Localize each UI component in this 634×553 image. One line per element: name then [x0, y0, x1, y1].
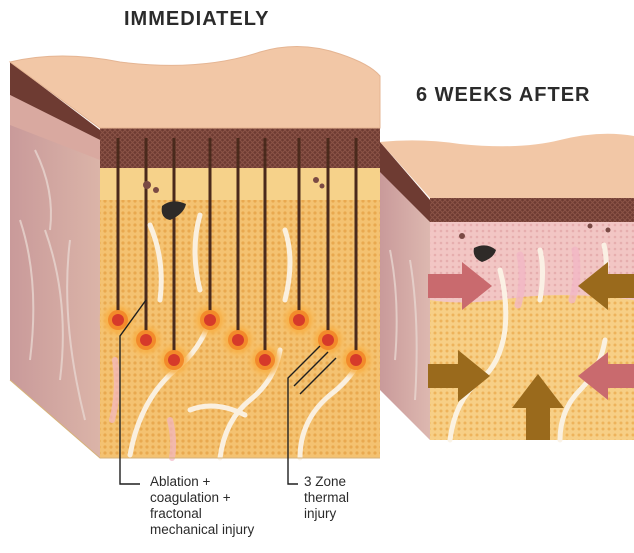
title-immediately: IMMEDIATELY: [124, 8, 269, 31]
left-stratum: [100, 128, 380, 168]
ablation-label: Ablation + coagulation + fractonal mecha…: [150, 474, 300, 538]
thermal-injury-label: 3 Zone thermal injury: [304, 474, 394, 522]
ablation-label-line: coagulation +: [150, 490, 300, 506]
thermal-label-line: thermal: [304, 490, 394, 506]
ablation-label-line: fractonal: [150, 506, 300, 522]
ablation-label-line: mechanical injury: [150, 522, 300, 538]
right-skin-block: [380, 134, 634, 440]
right-stratum: [430, 198, 634, 222]
title-six-weeks-after: 6 WEEKS AFTER: [416, 84, 591, 107]
thermal-label-line: 3 Zone: [304, 474, 394, 490]
thermal-label-line: injury: [304, 506, 394, 522]
ablation-label-line: Ablation +: [150, 474, 300, 490]
left-skin-block: [10, 46, 380, 458]
